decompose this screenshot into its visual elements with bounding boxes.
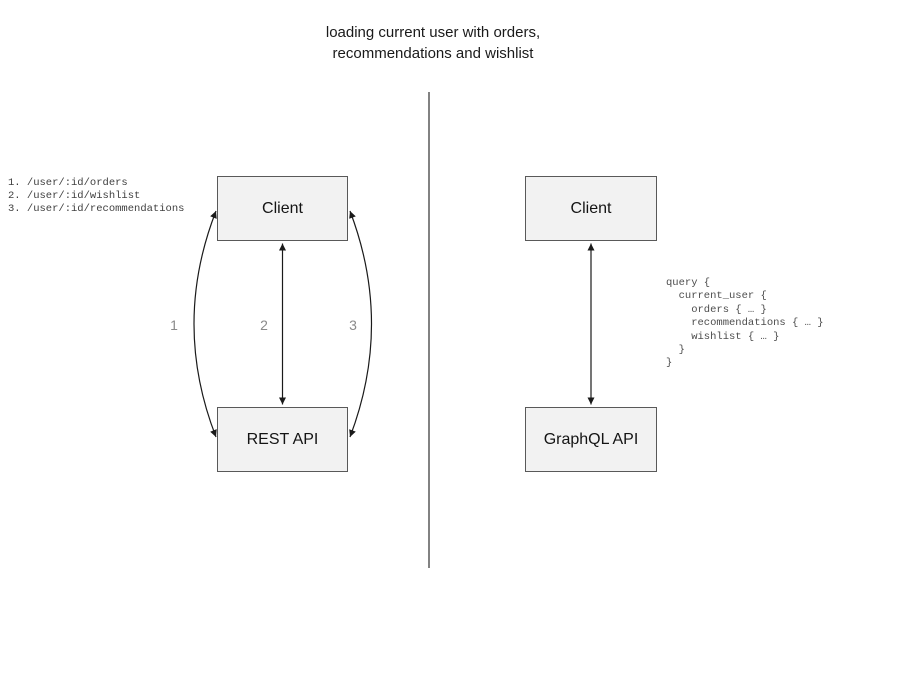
rest-request-1-curved-arrow xyxy=(193,210,217,438)
client-node-right-label: Client xyxy=(570,199,612,217)
rest-api-node: REST API xyxy=(217,407,348,472)
rest-endpoint-wishlist: 2. /user/:id/wishlist xyxy=(8,190,141,202)
graphql-api-node: GraphQL API xyxy=(525,407,657,472)
client-node-right: Client xyxy=(525,176,657,241)
graphql-query-code: query { current_user { orders { … } reco… xyxy=(666,277,824,370)
arrow-label-3: 3 xyxy=(349,317,357,333)
rest-api-node-label: REST API xyxy=(246,430,319,448)
rest-endpoints-list: 1. /user/:id/orders 2. /user/:id/wishlis… xyxy=(8,177,184,216)
rest-endpoint-recommendations: 3. /user/:id/recommendations xyxy=(8,203,185,215)
arrow-label-2: 2 xyxy=(260,317,268,333)
client-node-left: Client xyxy=(217,176,348,241)
arrow-label-1: 1 xyxy=(170,317,178,333)
rest-request-3-curved-arrow xyxy=(349,210,373,438)
client-node-left-label: Client xyxy=(262,199,303,217)
rest-endpoint-orders: 1. /user/:id/orders xyxy=(8,177,128,189)
graphql-api-node-label: GraphQL API xyxy=(543,430,639,448)
diagram-title: loading current user with orders, recomm… xyxy=(325,24,541,62)
